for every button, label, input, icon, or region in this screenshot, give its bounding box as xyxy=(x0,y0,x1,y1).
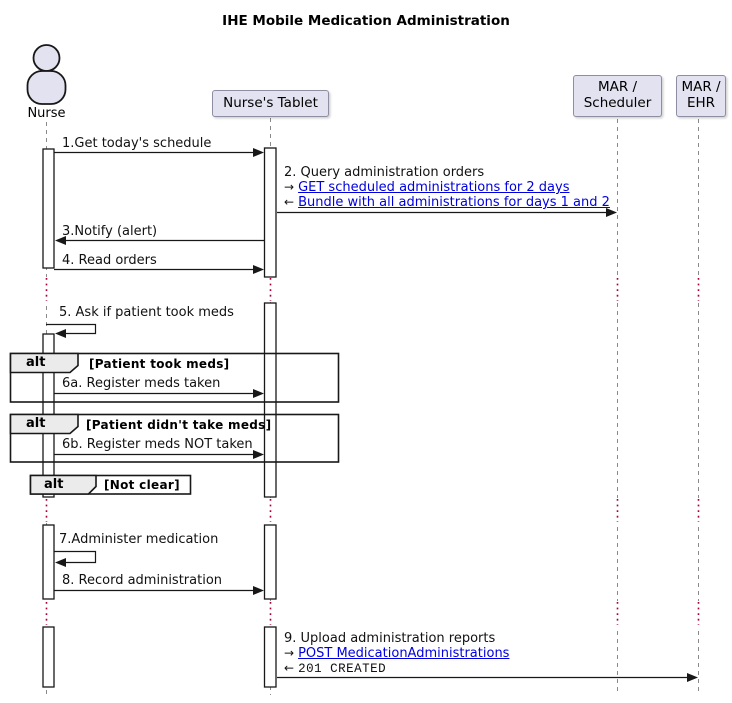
post-medication-administrations-link[interactable]: POST MedicationAdministrations xyxy=(298,646,510,661)
activation-tablet-3 xyxy=(263,524,277,600)
participant-mar-ehr[interactable]: MAR / EHR xyxy=(676,75,726,117)
request-arrow-icon: → xyxy=(284,180,295,194)
arrowhead-m1 xyxy=(253,148,264,157)
actor-head xyxy=(32,44,61,72)
arrowhead-m8 xyxy=(253,586,264,595)
participant-mar-scheduler[interactable]: MAR / Scheduler xyxy=(573,75,662,117)
arrow-m5-line xyxy=(46,323,97,335)
activation-nurse-1 xyxy=(42,148,55,269)
response-status-code: 201 CREATED xyxy=(298,662,387,676)
alt-3-condition: [Not clear] xyxy=(104,478,180,492)
arrowhead-m6b xyxy=(253,450,264,459)
alt-frame-2 xyxy=(9,413,340,463)
activation-nurse-3 xyxy=(42,524,55,600)
participant-label-line1: MAR / xyxy=(681,79,721,96)
delay-bands xyxy=(20,277,720,627)
alt-3-operator: alt xyxy=(44,477,64,492)
activation-nurse-4 xyxy=(42,626,55,688)
activation-tablet-1 xyxy=(263,147,277,278)
alt-2-operator: alt xyxy=(26,416,46,431)
alt-frame-3-header xyxy=(29,474,97,495)
alt-1-operator: alt xyxy=(26,355,46,370)
arrowhead-m4 xyxy=(253,265,264,274)
arrowhead-m5 xyxy=(55,329,66,338)
arrow-m7-line xyxy=(54,550,97,564)
message-3-label: 3.Notify (alert) xyxy=(62,224,158,239)
participant-label: Nurse's Tablet xyxy=(223,94,318,111)
message-arrowheads xyxy=(55,148,698,682)
arrowhead-m6a xyxy=(253,389,264,398)
message-7-label: 7.Administer medication xyxy=(59,532,219,547)
alt-1-condition: [Patient took meds] xyxy=(89,357,230,371)
delay-band-2 xyxy=(20,498,720,523)
participant-label-line1: MAR / xyxy=(597,79,638,96)
diagram-title: IHE Mobile Medication Administration xyxy=(222,13,510,29)
delay-band-1 xyxy=(20,277,720,302)
alt-2-condition: [Patient didn't take meds] xyxy=(86,418,272,432)
actor-icon xyxy=(26,44,67,105)
message-9-response-line: ←201 CREATED xyxy=(284,661,386,676)
arrowhead-m9 xyxy=(687,673,698,682)
participant-label-line2: EHR xyxy=(686,95,716,111)
get-scheduled-administrations-link[interactable]: GET scheduled administrations for 2 days xyxy=(298,180,570,195)
arrowhead-m2 xyxy=(606,208,617,217)
message-1-label: 1.Get today's schedule xyxy=(62,136,212,151)
message-9-label: 9. Upload administration reports xyxy=(284,631,496,646)
delay-dots xyxy=(45,278,700,625)
message-2-request-line: →GET scheduled administrations for 2 day… xyxy=(284,180,570,195)
alt-frame-1-header xyxy=(9,352,79,374)
activation-tablet-4 xyxy=(263,626,277,688)
message-2-label: 2. Query administration orders xyxy=(284,165,485,180)
alt-frames xyxy=(9,352,340,495)
message-arrows xyxy=(46,151,688,679)
actor-label-nurse: Nurse xyxy=(27,106,66,121)
alt-frame-1 xyxy=(9,352,340,403)
message-4-label: 4. Read orders xyxy=(62,253,157,268)
message-6b-label: 6b. Register meds NOT taken xyxy=(62,437,253,452)
participant-nurses-tablet[interactable]: Nurse's Tablet xyxy=(212,90,329,117)
delay-band-3 xyxy=(20,601,720,627)
actor-body xyxy=(26,70,67,105)
response-arrow-icon: ← xyxy=(284,195,295,209)
alt-frame-2-header xyxy=(9,413,79,435)
arrowhead-m7 xyxy=(55,558,66,567)
message-9-request-line: →POST MedicationAdministrations xyxy=(284,646,509,661)
message-5-label: 5. Ask if patient took meds xyxy=(59,305,234,320)
bundle-administrations-link[interactable]: Bundle with all administrations for days… xyxy=(298,195,610,210)
request-arrow-icon: → xyxy=(284,646,295,660)
response-arrow-icon: ← xyxy=(284,661,295,675)
message-8-label: 8. Record administration xyxy=(62,573,223,588)
message-2-response-line: ←Bundle with all administrations for day… xyxy=(284,195,610,210)
participant-label-line2: Scheduler xyxy=(583,95,652,111)
arrowhead-m3 xyxy=(55,236,66,245)
message-6a-label: 6a. Register meds taken xyxy=(62,376,221,391)
activation-tablet-2 xyxy=(263,302,277,498)
